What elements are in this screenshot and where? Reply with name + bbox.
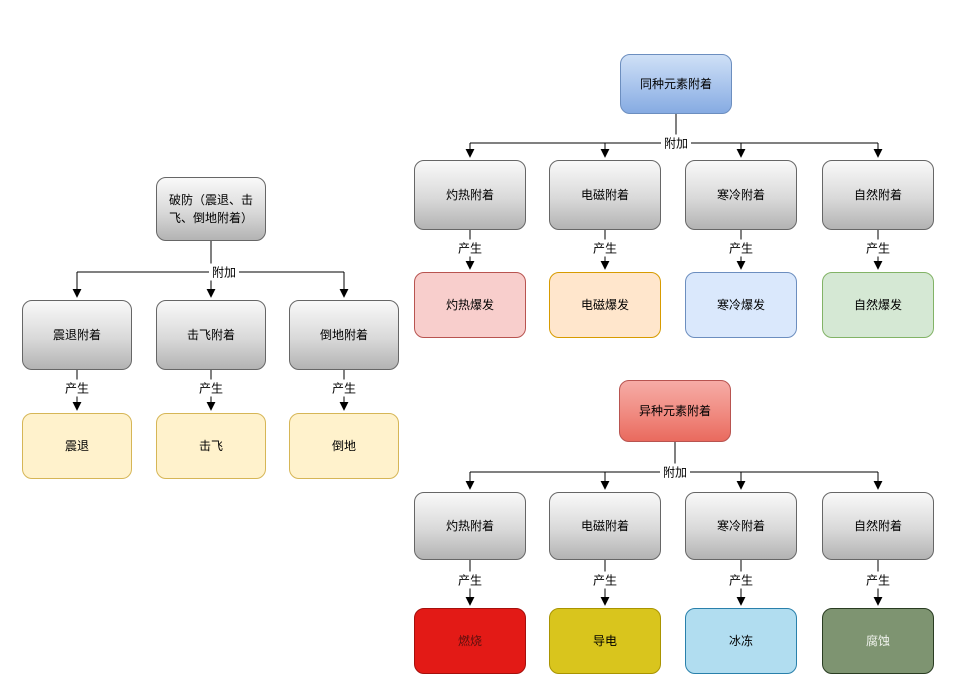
- node-launch-attach: 击飞附着: [156, 300, 266, 370]
- node-guard-break-root: 破防（震退、击飞、倒地附着）: [156, 177, 266, 241]
- edge-label-produce: 产生: [454, 571, 486, 589]
- node-cold-attach-cross: 寒冷附着: [685, 492, 797, 560]
- edge-label-produce: 产生: [328, 379, 360, 397]
- edge-label-produce: 产生: [61, 379, 93, 397]
- node-em-attach-same: 电磁附着: [549, 160, 661, 230]
- edge-label-produce: 产生: [862, 239, 894, 257]
- node-cold-burst: 寒冷爆发: [685, 272, 797, 338]
- node-same-element-root: 同种元素附着: [620, 54, 732, 114]
- edge-label-produce: 产生: [195, 379, 227, 397]
- node-conduct: 导电: [549, 608, 661, 674]
- edge-label-produce: 产生: [725, 571, 757, 589]
- edge-label-attach: 附加: [659, 463, 691, 481]
- node-nature-attach-cross: 自然附着: [822, 492, 934, 560]
- node-nature-burst: 自然爆发: [822, 272, 934, 338]
- node-freeze: 冰冻: [685, 608, 797, 674]
- edge-label-produce: 产生: [589, 571, 621, 589]
- node-nature-attach-same: 自然附着: [822, 160, 934, 230]
- node-scorch-burst: 灼热爆发: [414, 272, 526, 338]
- node-scorch-attach-same: 灼热附着: [414, 160, 526, 230]
- node-knockdown: 倒地: [289, 413, 399, 479]
- node-scorch-attach-cross: 灼热附着: [414, 492, 526, 560]
- node-knockdown-attach: 倒地附着: [289, 300, 399, 370]
- node-cross-element-root: 异种元素附着: [619, 380, 731, 442]
- edge-label-attach: 附加: [208, 263, 240, 281]
- node-cold-attach-same: 寒冷附着: [685, 160, 797, 230]
- node-em-burst: 电磁爆发: [549, 272, 661, 338]
- node-knockback: 震退: [22, 413, 132, 479]
- node-knockback-attach: 震退附着: [22, 300, 132, 370]
- node-launch: 击飞: [156, 413, 266, 479]
- edge-label-produce: 产生: [862, 571, 894, 589]
- edge-label-produce: 产生: [454, 239, 486, 257]
- edge-label-produce: 产生: [589, 239, 621, 257]
- node-burn: 燃烧: [414, 608, 526, 674]
- edge-label-produce: 产生: [725, 239, 757, 257]
- edge-label-attach: 附加: [660, 134, 692, 152]
- node-em-attach-cross: 电磁附着: [549, 492, 661, 560]
- node-corrode: 腐蚀: [822, 608, 934, 674]
